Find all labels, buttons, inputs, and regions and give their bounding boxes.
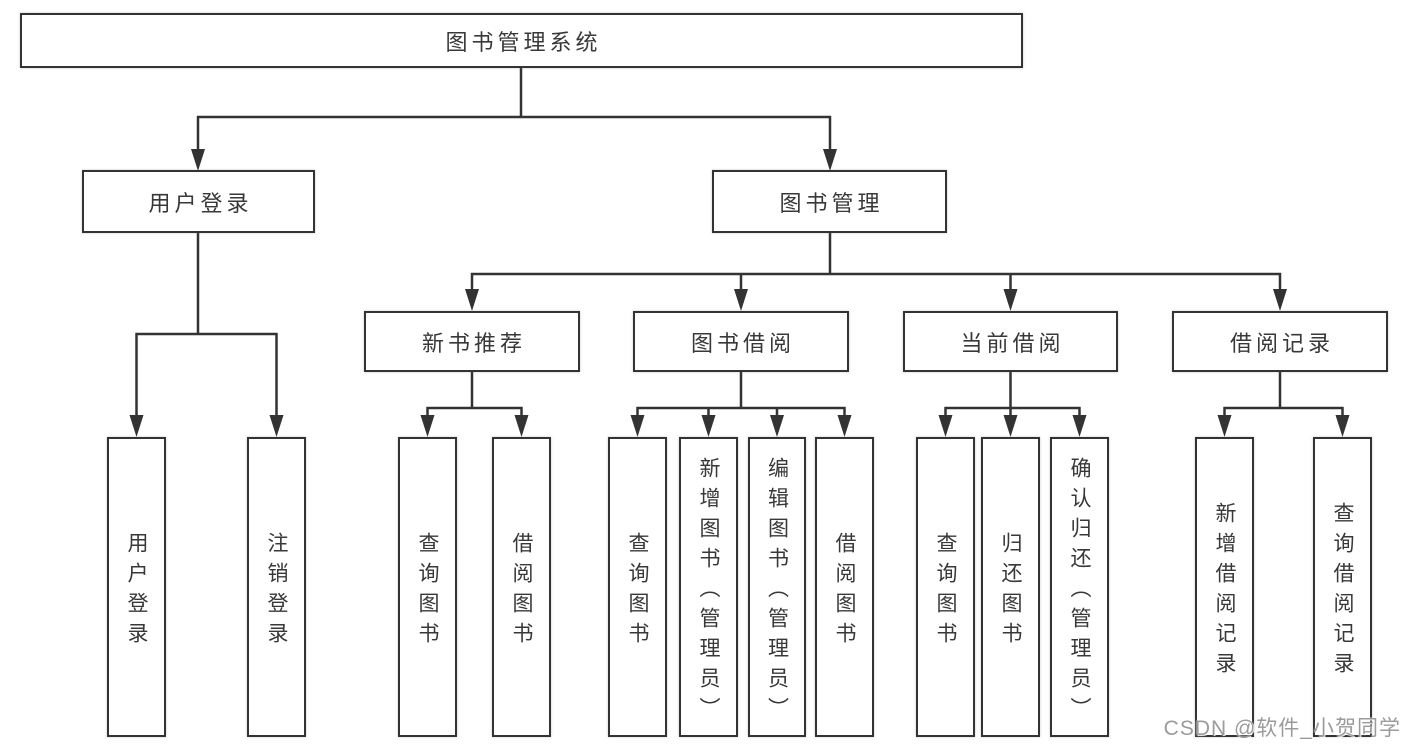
leaf-borrow-books-recommend-label: 借阅图书 <box>510 531 533 652</box>
csdn-watermark: CSDN @软件_小贺同学 <box>1163 717 1401 740</box>
node-book-management: 图书管理 <box>712 170 947 233</box>
leaf-query-borrow-record: 查询借阅记录 <box>1313 437 1372 737</box>
node-new-book-recommend: 新书推荐 <box>364 311 580 372</box>
node-library-system-label: 图书管理系统 <box>445 29 602 55</box>
leaf-logout: 注销登录 <box>247 437 306 737</box>
leaf-query-borrow-record-label: 查询借阅记录 <box>1331 501 1354 682</box>
leaf-add-borrow-record-label: 新增借阅记录 <box>1213 501 1236 682</box>
leaf-user-login: 用户登录 <box>107 437 166 737</box>
node-borrowing-records: 借阅记录 <box>1172 311 1388 372</box>
connector-shafts <box>135 68 1344 418</box>
leaf-add-book-admin-label: 新增图书（管理员） <box>697 456 720 727</box>
node-library-system: 图书管理系统 <box>20 13 1023 68</box>
leaf-user-login-label: 用户登录 <box>125 531 148 652</box>
node-new-book-recommend-label: 新书推荐 <box>421 330 526 356</box>
leaf-add-book-admin: 新增图书（管理员） <box>679 437 738 737</box>
leaf-return-book: 归还图书 <box>981 437 1040 737</box>
leaf-edit-book-admin-label: 编辑图书（管理员） <box>765 456 789 727</box>
leaf-query-books-current: 查询图书 <box>916 437 975 737</box>
node-current-borrowing-label: 当前借阅 <box>960 330 1065 356</box>
arrowheads <box>129 149 1350 437</box>
leaf-query-books-current-label: 查询图书 <box>934 531 957 652</box>
leaf-borrow-books-label: 借阅图书 <box>833 531 856 652</box>
node-book-management-label: 图书管理 <box>779 190 884 216</box>
node-book-borrowing: 图书借阅 <box>633 311 849 372</box>
leaf-edit-book-admin: 编辑图书（管理员） <box>748 437 806 737</box>
leaf-query-books-borrowing: 查询图书 <box>608 437 667 737</box>
node-current-borrowing: 当前借阅 <box>903 311 1118 372</box>
leaf-query-books-borrowing-label: 查询图书 <box>626 531 649 652</box>
node-user-login-label: 用户登录 <box>148 190 253 216</box>
node-book-borrowing-label: 图书借阅 <box>690 330 795 356</box>
leaf-confirm-return-admin: 确认归还（管理员） <box>1050 437 1109 737</box>
leaf-query-books-recommend: 查询图书 <box>398 437 457 737</box>
leaf-borrow-books: 借阅图书 <box>815 437 874 737</box>
leaf-borrow-books-recommend: 借阅图书 <box>492 437 551 737</box>
leaf-add-borrow-record: 新增借阅记录 <box>1195 437 1254 737</box>
leaf-query-books-recommend-label: 查询图书 <box>416 531 439 652</box>
leaf-confirm-return-admin-label: 确认归还（管理员） <box>1068 456 1091 727</box>
leaf-logout-label: 注销登录 <box>265 531 288 652</box>
node-user-login: 用户登录 <box>82 170 315 233</box>
node-borrowing-records-label: 借阅记录 <box>1229 330 1334 356</box>
leaf-return-book-label: 归还图书 <box>999 531 1022 652</box>
